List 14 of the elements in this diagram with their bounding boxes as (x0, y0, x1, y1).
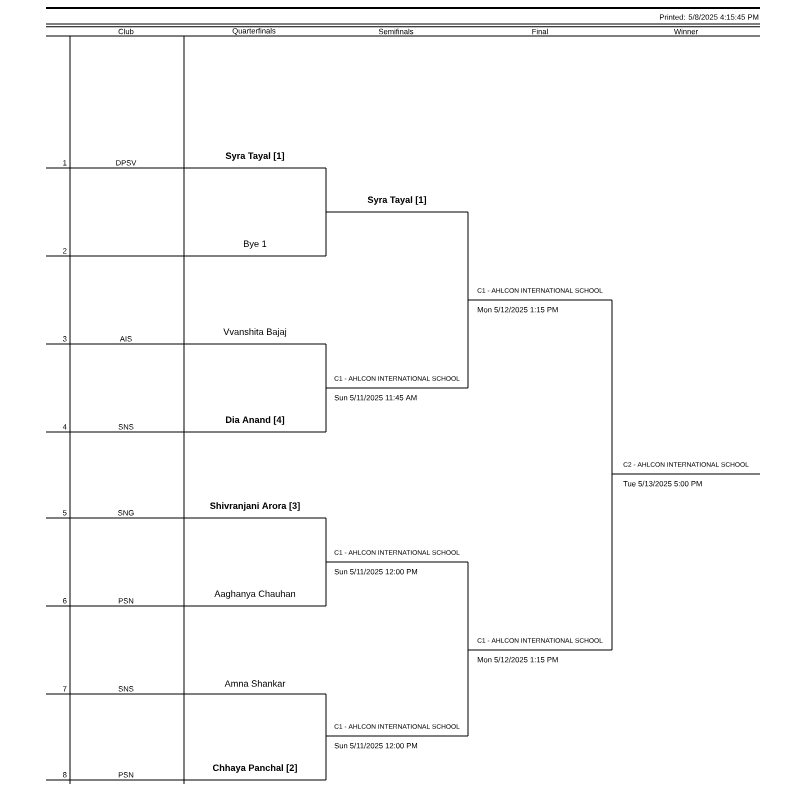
bracket-line (467, 561, 469, 651)
bracket-line (325, 735, 327, 781)
bracket-line (611, 299, 613, 475)
bracket-line (325, 167, 327, 213)
bracket-line (325, 343, 327, 389)
bracket-line (325, 693, 327, 737)
bracket-line (325, 211, 327, 257)
bracket-line (325, 517, 327, 563)
bracket-line (611, 473, 613, 651)
bracket-line (467, 649, 469, 737)
bracket-line (467, 211, 469, 301)
bracket-line (325, 561, 327, 607)
bracket-line (325, 387, 327, 433)
bracket-line (467, 299, 469, 389)
